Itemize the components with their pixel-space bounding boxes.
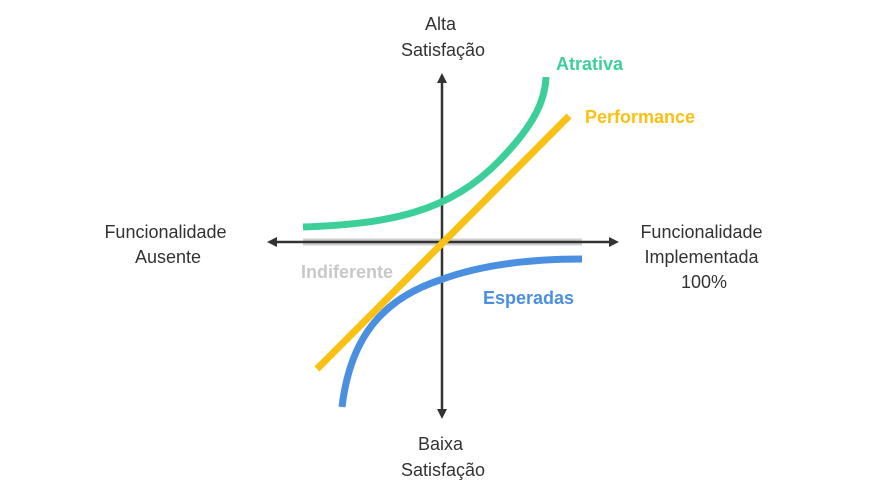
attractive-curve [302,76,550,231]
left-axis-label-line-2: Ausente [135,247,201,267]
bottom-axis-label-line-2: Satisfação [401,460,485,480]
expected-label: Esperadas [483,288,574,308]
attractive-label: Atrativa [556,54,624,74]
bottom-axis-label: Baixa Satisfação [401,434,485,480]
right-axis-label-line-2: Implementada [644,247,759,267]
performance-curve [314,113,572,372]
expected-curve [338,255,583,408]
right-axis-label: Funcionalidade Implementada 100% [640,222,767,292]
right-axis-label-line-1: Funcionalidade [640,222,762,242]
bottom-axis-label-line-1: Baixa [418,434,464,454]
left-axis-label: Funcionalidade Ausente [104,222,231,267]
performance-label: Performance [585,107,695,127]
right-axis-label-line-3: 100% [681,272,727,292]
left-axis-label-line-1: Funcionalidade [104,222,226,242]
top-axis-label-line-2: Satisfação [401,40,485,60]
indifferent-label: Indiferente [301,262,393,282]
top-axis-label: Alta Satisfação [401,14,485,60]
top-axis-label-line-1: Alta [425,14,457,34]
